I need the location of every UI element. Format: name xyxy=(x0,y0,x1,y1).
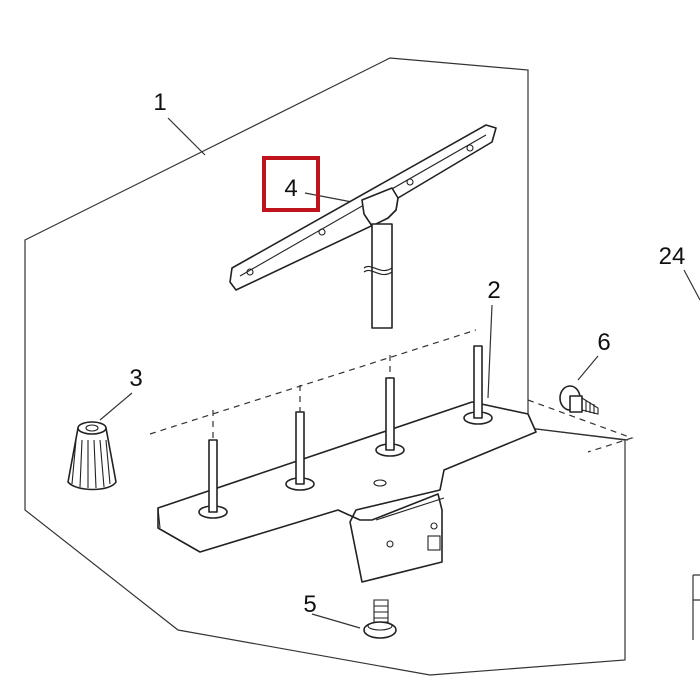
callout-24: 24 xyxy=(659,243,686,270)
screw-5 xyxy=(363,599,397,639)
dashed-line-right xyxy=(527,399,634,453)
leader-6 xyxy=(577,355,599,381)
callout-6: 6 xyxy=(597,329,610,356)
leader-4 xyxy=(304,192,353,203)
callout-2: 2 xyxy=(487,277,500,304)
thread-guide-bar xyxy=(229,124,497,329)
callout-3: 3 xyxy=(129,365,142,392)
highlight-box xyxy=(262,156,320,212)
leader-24 xyxy=(683,269,700,301)
side-panel-edge xyxy=(527,427,629,441)
callout-4: 4 xyxy=(284,175,297,202)
callout-5: 5 xyxy=(303,591,316,618)
leader-1 xyxy=(167,117,206,156)
spool-base-plate xyxy=(157,345,537,583)
screw-6 xyxy=(559,385,599,415)
callout-1: 1 xyxy=(153,89,166,116)
leader-2 xyxy=(487,304,493,399)
neighbor-frame xyxy=(692,574,700,640)
assembly-outline xyxy=(24,57,626,676)
leader-5 xyxy=(311,613,361,629)
dashed-line-top xyxy=(149,329,477,435)
leader-3 xyxy=(99,392,133,421)
spool-cap xyxy=(67,421,117,491)
